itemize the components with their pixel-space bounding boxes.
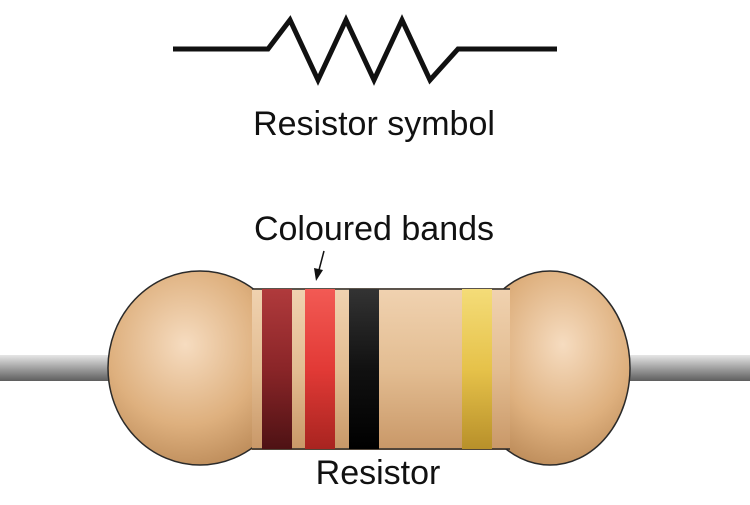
coloured-bands-label: Coloured bands [253,210,495,248]
band-3 [349,289,379,449]
resistor-symbol [173,14,557,86]
band-1 [262,289,292,449]
bands-arrow-shaft [318,250,325,271]
lead-left [0,355,125,381]
lead-right [622,355,750,381]
bands-arrow-head [314,268,323,281]
resistor-label: Resistor [315,454,441,492]
band-2 [305,289,335,449]
band-4 [462,289,492,449]
resistor-symbol-label: Resistor symbol [253,105,495,143]
